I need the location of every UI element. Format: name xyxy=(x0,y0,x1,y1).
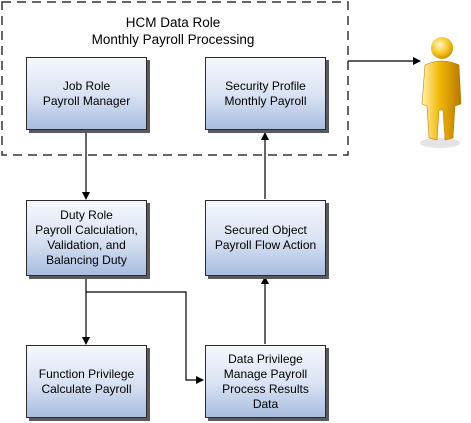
function-privilege-box: Function Privilege Calculate Payroll xyxy=(26,345,147,418)
data-role-title: HCM Data Role Monthly Payroll Processing xyxy=(91,15,255,47)
person-icon xyxy=(420,37,462,148)
duty-role-label: Duty Role Payroll Calculation, Validatio… xyxy=(35,208,138,267)
data-role-group-border xyxy=(1,1,349,156)
function-privilege-label: Function Privilege Calculate Payroll xyxy=(38,366,135,396)
security-profile-box: Security Profile Monthly Payroll xyxy=(205,57,326,130)
data-privilege-label: Data Privilege Manage Payroll Process Re… xyxy=(222,351,309,411)
job-role-box: Job Role Payroll Manager xyxy=(26,57,147,130)
secured-object-label: Secured Object Payroll Flow Action xyxy=(214,223,317,252)
security-profile-label: Security Profile Monthly Payroll xyxy=(224,78,307,108)
duty-role-box: Duty Role Payroll Calculation, Validatio… xyxy=(26,200,147,276)
job-role-label: Job Role Payroll Manager xyxy=(42,78,131,108)
secured-object-box: Secured Object Payroll Flow Action xyxy=(205,200,326,276)
data-privilege-box: Data Privilege Manage Payroll Process Re… xyxy=(205,345,326,418)
connector-duty-to-data-privilege xyxy=(86,291,204,384)
